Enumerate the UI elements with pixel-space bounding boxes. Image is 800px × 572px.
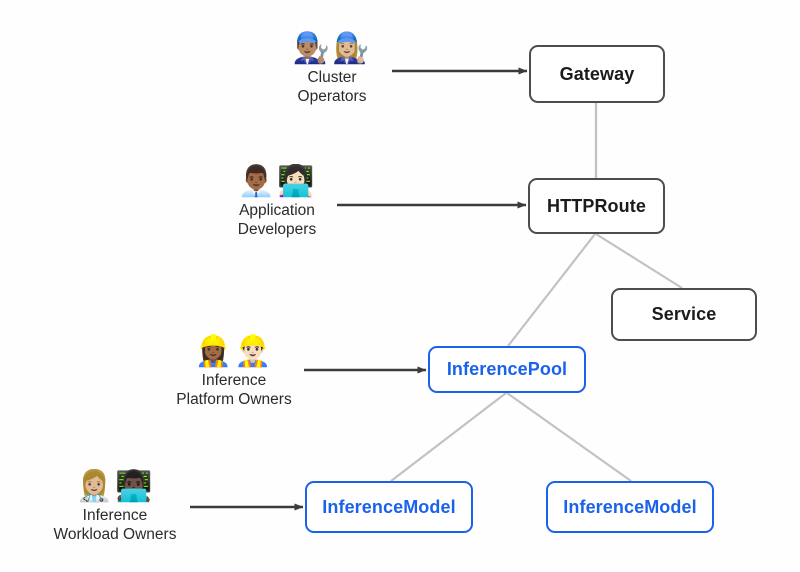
node-label-model-left: InferenceModel — [322, 496, 456, 517]
man-mechanic-icon+woman-mechanic-icon: 👨🏽‍🔧👩🏼‍🔧 — [292, 31, 372, 66]
persona-label-inference-workload-owners: Inference Workload Owners — [53, 507, 177, 543]
node-label-model-right: InferenceModel — [563, 496, 697, 517]
persona-label-inference-platform-owners: Inference Platform Owners — [176, 372, 292, 408]
persona-application-developers: 👨🏾‍💼👩🏻‍💻Application Developers — [177, 165, 377, 239]
node-pool[interactable]: InferencePool — [428, 346, 586, 393]
persona-label-application-developers: Application Developers — [237, 202, 317, 238]
persona-label-cluster-operators: Cluster Operators — [297, 69, 367, 105]
edge-pool-model-right — [506, 392, 632, 482]
persona-ownership-arrows — [190, 67, 528, 511]
persona-inference-workload-owners: 👩🏼‍⚕️👨🏿‍💻Inference Workload Owners — [15, 470, 215, 544]
persona-inference-platform-owners: 👷🏾‍♀️👷🏻‍♂️Inference Platform Owners — [134, 335, 334, 409]
woman-health-worker-icon+man-technologist-icon: 👩🏼‍⚕️👨🏿‍💻 — [75, 469, 155, 504]
edge-pool-model-left — [390, 392, 507, 482]
persona-cluster-operators: 👨🏽‍🔧👩🏼‍🔧Cluster Operators — [232, 32, 432, 106]
node-label-service: Service — [651, 304, 717, 325]
edge-httproute-service — [595, 233, 683, 289]
man-office-worker-icon+woman-technologist-icon: 👨🏾‍💼👩🏻‍💻 — [237, 164, 317, 199]
woman-construction-worker-icon+man-construction-worker-icon: 👷🏾‍♀️👷🏻‍♂️ — [194, 334, 274, 369]
node-label-httproute: HTTPRoute — [547, 195, 646, 216]
node-label-pool: InferencePool — [446, 359, 568, 380]
node-httproute[interactable]: HTTPRoute — [528, 178, 665, 234]
node-service[interactable]: Service — [611, 288, 757, 341]
node-model-right[interactable]: InferenceModel — [546, 481, 714, 533]
edge-httproute-pool — [507, 233, 596, 347]
node-label-gateway: Gateway — [559, 63, 635, 84]
node-model-left[interactable]: InferenceModel — [305, 481, 473, 533]
node-gateway[interactable]: Gateway — [529, 45, 665, 103]
